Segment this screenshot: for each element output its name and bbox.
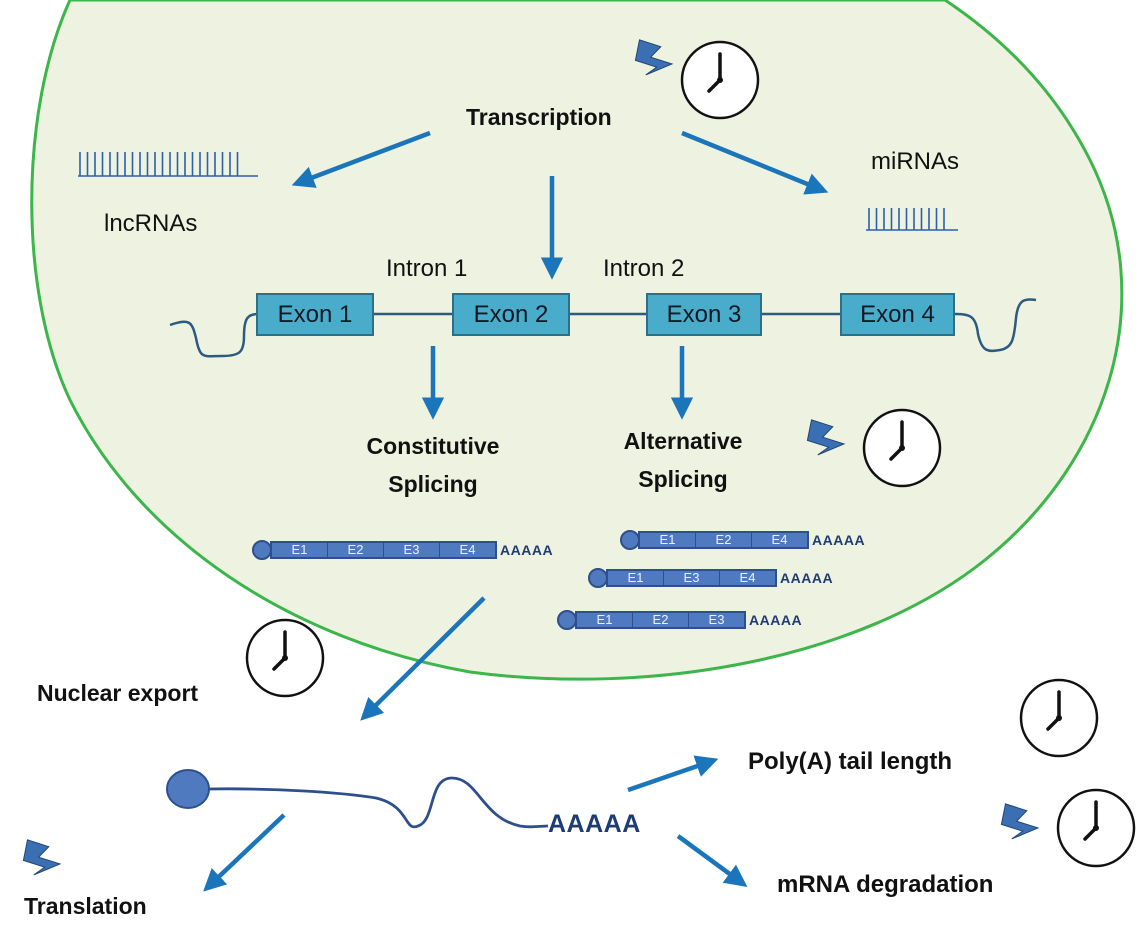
constitutive-splicing-label: Constitutive Splicing: [340, 433, 526, 498]
mature-mrna-polya-tail: AAAAA: [548, 810, 641, 838]
intron-2-label: Intron 2: [603, 255, 685, 282]
five-prime-cap: [252, 540, 272, 560]
segment-e3: E3: [664, 571, 720, 585]
exon-4-box: Exon 4: [840, 293, 955, 336]
polya-tail: AAAAA: [749, 612, 803, 628]
segment-e2: E2: [633, 613, 689, 627]
intron-1-label: Intron 1: [386, 255, 468, 282]
mature-mrna-strand: [207, 776, 549, 829]
segment-e3: E3: [708, 612, 725, 627]
exon-1-box: Exon 1: [256, 293, 374, 336]
arrow-to-lncrnas: [291, 130, 431, 188]
mirna-glyph: [866, 208, 958, 231]
five-prime-cap: [588, 568, 608, 588]
alternative-line-1: Alternative: [623, 428, 743, 454]
segment-e2: E2: [696, 533, 752, 547]
mrna-degradation-label: mRNA degradation: [777, 871, 994, 898]
constitutive-line-2: Splicing: [388, 471, 478, 498]
segment-e1: E1: [577, 613, 633, 627]
mirnas-label: miRNAs: [871, 148, 959, 175]
transcript-body: E1 E2 E3: [575, 611, 746, 629]
polya-tail: AAAAA: [780, 570, 834, 586]
constitutive-line-1: Constitutive: [366, 433, 500, 459]
exon-2-box: Exon 2: [452, 293, 570, 336]
alternative-splicing-label: Alternative Splicing: [598, 428, 768, 493]
lightning-icon: [991, 799, 1044, 848]
transcription-label: Transcription: [466, 104, 612, 130]
segment-e1: E1: [640, 533, 696, 547]
clock-icon: [1056, 788, 1136, 868]
polya-tail: AAAAA: [500, 542, 554, 558]
segment-e3: E3: [384, 543, 440, 557]
arrow-to-nuclear-export: [360, 596, 486, 721]
segment-e4: E4: [459, 542, 476, 557]
clock-icon: [862, 408, 942, 488]
transcript-body: E1 E2 E4: [638, 531, 809, 549]
segment-e1: E1: [272, 543, 328, 557]
transcript-body: E1 E3 E4: [606, 569, 777, 587]
exon-3-box: Exon 3: [646, 293, 762, 336]
alternative-transcript-1: E1 E2 E4 AAAAA: [620, 530, 865, 550]
arrow-to-mrna-degradation: [676, 834, 748, 887]
lncrnas-label: lncRNAs: [104, 210, 198, 237]
pre-mrna-left-tail: [169, 312, 259, 358]
alternative-transcript-2: E1 E3 E4 AAAAA: [588, 568, 833, 588]
polya-tail-length-label: Poly(A) tail length: [748, 748, 952, 775]
five-prime-cap: [557, 610, 577, 630]
segment-e4: E4: [771, 532, 788, 547]
arrow-to-mirnas: [681, 130, 829, 195]
clock-icon: [1019, 678, 1099, 758]
mature-mrna-cap: [166, 769, 210, 809]
arrow-to-polya-length: [627, 755, 719, 793]
alternative-line-2: Splicing: [638, 466, 728, 493]
arrow-to-translation: [203, 813, 286, 892]
segment-e4: E4: [739, 570, 756, 585]
nuclear-export-label: Nuclear export: [37, 680, 199, 706]
clock-icon: [680, 40, 760, 120]
polya-tail: AAAAA: [812, 532, 866, 548]
clock-icon: [245, 618, 325, 698]
lightning-icon: [13, 835, 66, 884]
segment-e2: E2: [328, 543, 384, 557]
five-prime-cap: [620, 530, 640, 550]
pre-mrna-right-tail: [954, 298, 1037, 353]
translation-label: Translation: [24, 893, 147, 919]
segment-e1: E1: [608, 571, 664, 585]
constitutive-transcript: E1 E2 E3 E4 AAAAA: [252, 540, 553, 560]
lncrna-glyph: [78, 152, 258, 177]
transcript-body: E1 E2 E3 E4: [270, 541, 497, 559]
alternative-transcript-3: E1 E2 E3 AAAAA: [557, 610, 802, 630]
